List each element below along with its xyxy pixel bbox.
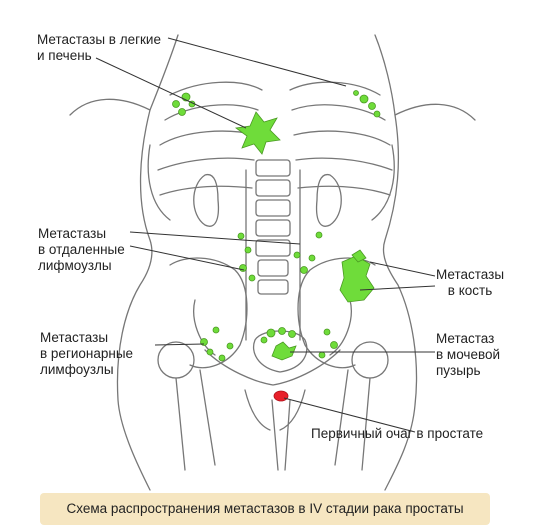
leader-line-lung-liver <box>167 37 347 87</box>
torso-outline <box>116 34 179 491</box>
pelvis <box>169 257 248 369</box>
bladder-metastasis <box>271 341 297 361</box>
label-bladder: Метастаз в мочевой пузырь <box>436 331 501 378</box>
leader-line-bone <box>369 261 436 277</box>
spine <box>255 159 291 295</box>
caption-box: Схема распространения метастазов в IV ст… <box>40 493 490 525</box>
distant-lymph-node <box>237 232 245 240</box>
torso-outline-right <box>374 34 418 491</box>
liver-metastasis <box>234 111 281 155</box>
leader-line-regional-nodes <box>154 343 205 346</box>
label-bone: Метастазы в кость <box>436 267 505 298</box>
label-lung-liver: Метастазы в легкие и печень <box>37 32 161 63</box>
leader-line-primary <box>283 397 416 433</box>
label-regional-nodes: Метастазы в регионарные лимфоузлы <box>40 330 134 377</box>
label-distant-nodes: Метастазы в отдаленные лифмоузлы <box>38 226 125 273</box>
prostate-primary-tumor <box>273 390 289 402</box>
label-primary: Первичный очаг в простате <box>311 426 484 441</box>
bone-metastasis <box>339 255 375 303</box>
leader-line-distant-nodes <box>129 231 301 245</box>
caption-text: Схема распространения метастазов в IV ст… <box>66 501 464 516</box>
ribcage <box>169 81 381 96</box>
